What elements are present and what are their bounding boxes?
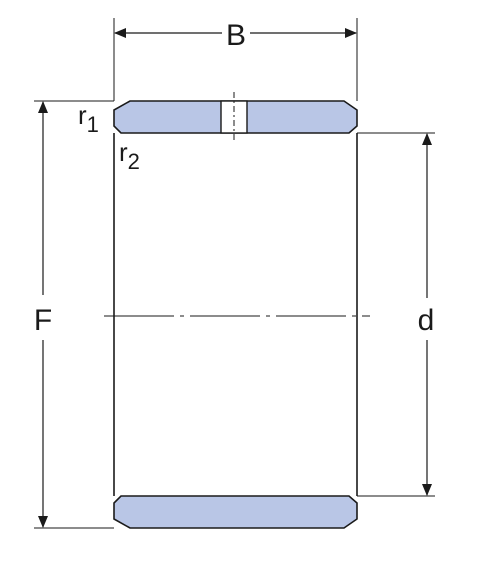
r1-letter: r [78, 100, 87, 130]
dim-label-d: d [418, 304, 435, 337]
dim-label-f: F [34, 304, 52, 337]
r2-letter: r [119, 137, 128, 167]
radius-label-r1: r1 [78, 100, 99, 137]
r2-subscript: 2 [128, 149, 140, 174]
radius-label-r2: r2 [119, 137, 140, 174]
dim-label-b: B [226, 19, 246, 52]
r1-subscript: 1 [87, 112, 99, 137]
bottom-ring [113, 495, 358, 529]
slot-icon [220, 92, 248, 142]
